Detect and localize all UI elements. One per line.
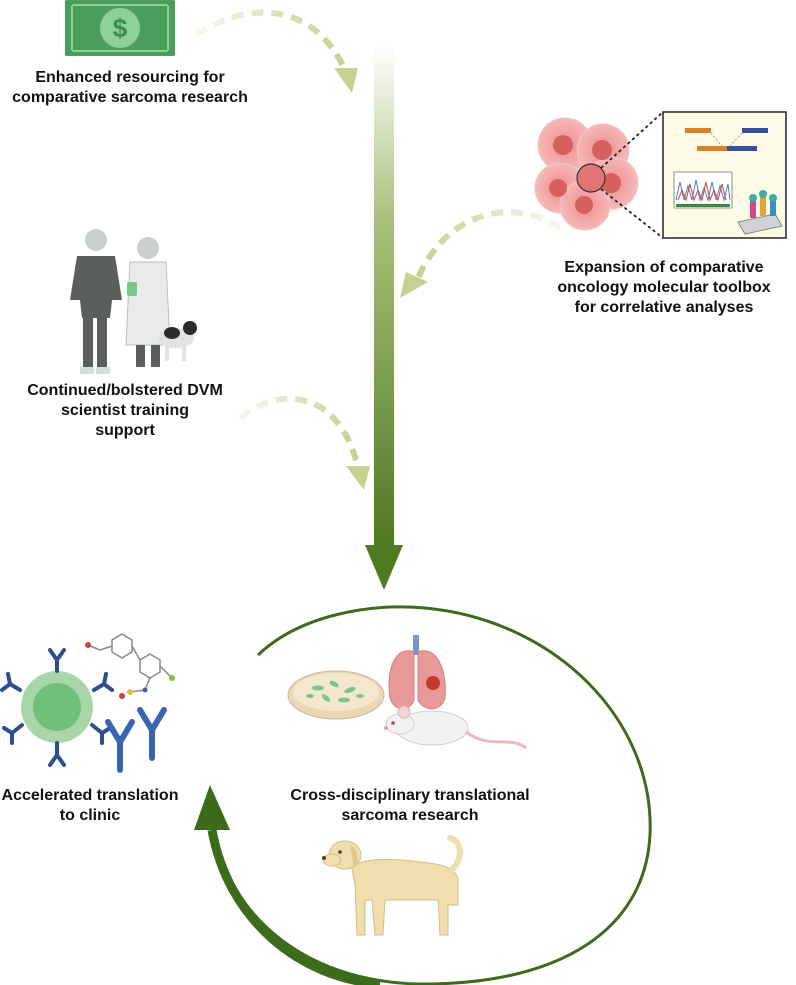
research-label: Cross-disciplinary translational sarcoma… <box>270 786 550 826</box>
petri-dish-lungs-mouse-dog-icon <box>287 635 527 936</box>
dashed-arrow-funding <box>194 9 358 93</box>
training-label-line: scientist training <box>60 402 190 419</box>
svg-text:$: $ <box>113 13 128 43</box>
tumor-cells-with-molecular-assays-icon <box>534 111 787 239</box>
translation-label-line: Accelerated translation <box>1 787 179 804</box>
dashed-arrow-training <box>238 395 370 490</box>
immune-cell-antibodies-molecule-icon <box>0 633 175 773</box>
veterinarians-with-dog-icon <box>70 229 197 374</box>
funding-label-line: Enhanced resourcing for <box>35 69 225 86</box>
training-label-line: support <box>95 422 155 439</box>
main-arrow <box>365 45 403 590</box>
dollar-bill-icon: $ <box>65 0 175 56</box>
dashed-arrow-toolbox <box>400 209 562 298</box>
research-label-line: sarcoma research <box>341 807 479 824</box>
toolbox-label: Expansion of comparative oncology molecu… <box>536 258 792 318</box>
translation-label-line: to clinic <box>59 807 121 824</box>
toolbox-label-line: oncology molecular toolbox <box>557 279 771 296</box>
funding-label: Enhanced resourcing for comparative sarc… <box>10 68 250 108</box>
toolbox-label-line: Expansion of comparative <box>564 259 764 276</box>
funding-label-line: comparative sarcoma research <box>12 89 248 106</box>
cycle-arrow <box>194 605 652 985</box>
training-label-line: Continued/bolstered DVM <box>27 382 223 399</box>
toolbox-label-line: for correlative analyses <box>574 299 754 316</box>
training-label: Continued/bolstered DVM scientist traini… <box>5 381 245 441</box>
translation-label: Accelerated translation to clinic <box>0 786 180 826</box>
research-label-line: Cross-disciplinary translational <box>290 787 530 804</box>
